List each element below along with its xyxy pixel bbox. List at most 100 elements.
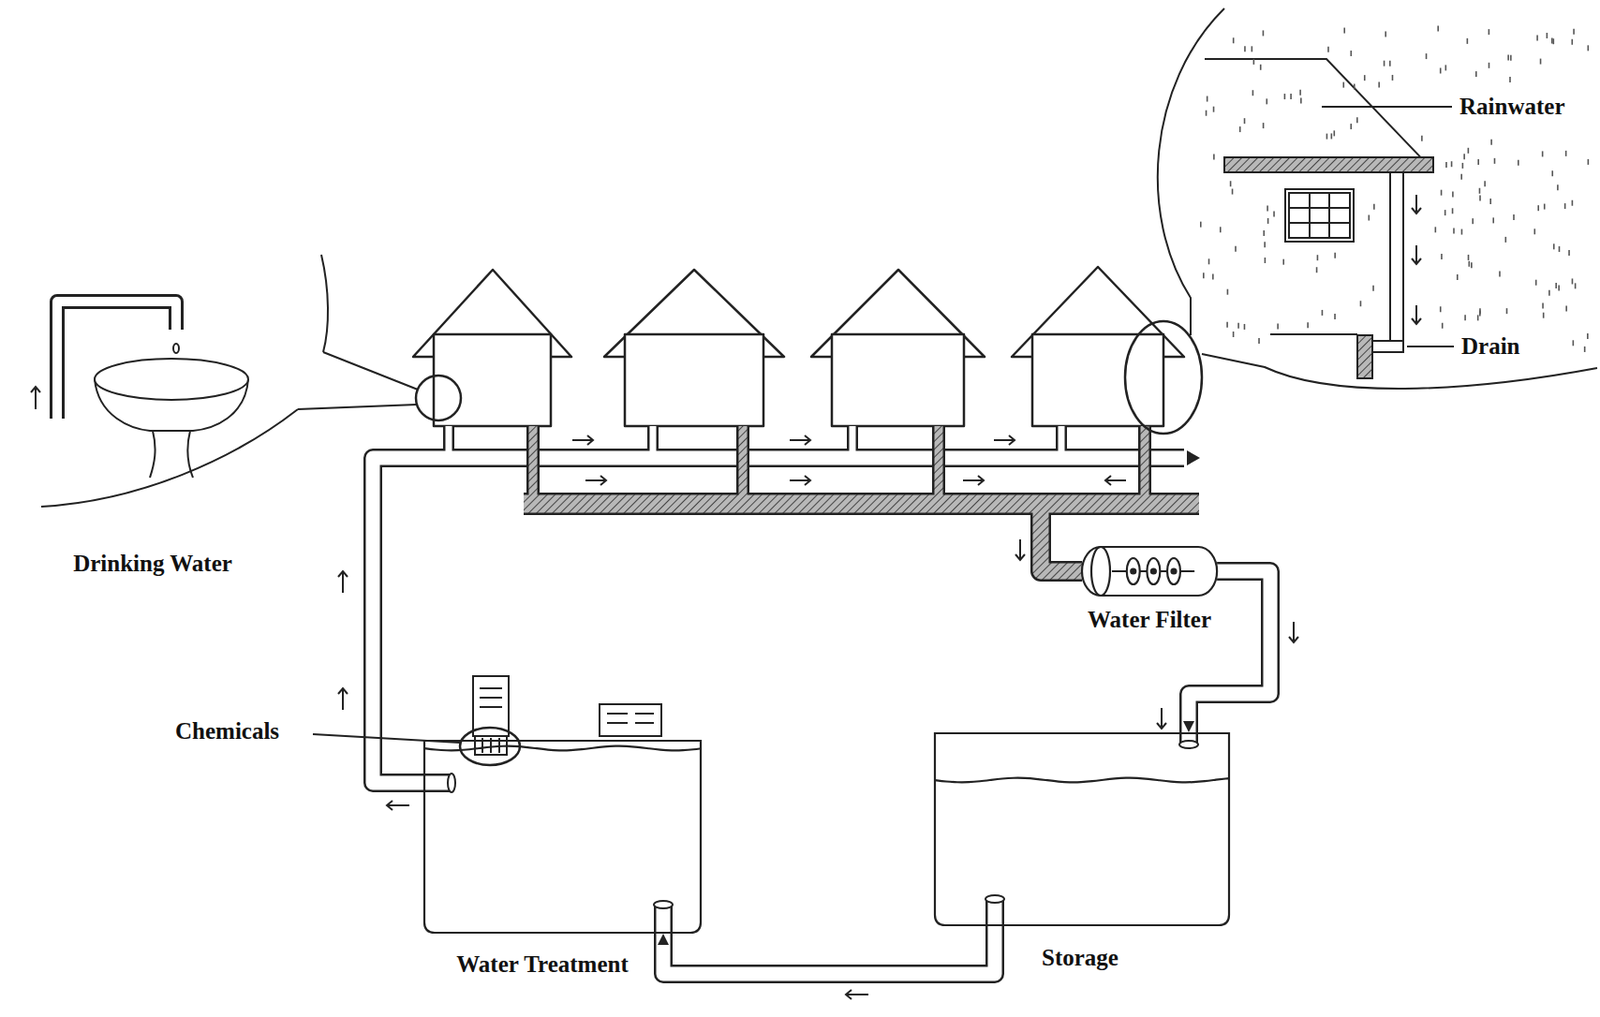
- pipe-inner: [1040, 503, 1082, 572]
- flow-arrow: [1411, 245, 1422, 265]
- rain-drop: [1494, 158, 1497, 164]
- treatment-tank: Water Treatment: [423, 740, 702, 934]
- rain-drop: [1440, 190, 1443, 196]
- rain-drop: [1517, 160, 1520, 166]
- pipe-inner: [533, 426, 1145, 504]
- shape-outline: [1081, 547, 1217, 596]
- rain-drop: [1317, 254, 1319, 261]
- water-level: [424, 746, 701, 752]
- rain-drop: [1377, 82, 1380, 89]
- rain-drop: [1565, 305, 1568, 312]
- flow-arrow: [962, 475, 984, 486]
- rain-drop: [1572, 340, 1575, 346]
- rain-drop: [1342, 82, 1345, 89]
- flow-arrow: [572, 435, 593, 445]
- shape-outline: [934, 732, 1230, 926]
- rain-drop: [1439, 306, 1442, 312]
- rain-drop: [1440, 253, 1443, 260]
- rain-drop: [1509, 76, 1512, 83]
- rain-drop: [1343, 28, 1346, 34]
- rain-drop: [1548, 290, 1551, 297]
- rain-drop: [1263, 241, 1266, 248]
- leader-line: [1321, 105, 1452, 108]
- rain-drop: [1273, 210, 1275, 217]
- rain-drop: [1477, 314, 1480, 321]
- rain-drop: [1498, 270, 1501, 277]
- rain-drop: [1265, 98, 1268, 104]
- rain-drop: [1213, 106, 1215, 113]
- flow-arrow: [1186, 450, 1200, 466]
- tank-pipe-stubs: [653, 731, 1199, 935]
- pipe-inner: [663, 926, 995, 975]
- rain-drop: [1456, 274, 1459, 281]
- rain-drop: [1445, 162, 1448, 168]
- rain-drop: [1300, 98, 1303, 104]
- leader-line: [323, 352, 418, 390]
- rain-drop: [1267, 218, 1270, 224]
- rain-drop: [1467, 148, 1470, 154]
- rain-drop: [1244, 324, 1246, 330]
- node-shape: [423, 740, 702, 934]
- node-label: Water Filter: [1087, 607, 1212, 634]
- rain-drop: [1488, 62, 1491, 69]
- part-label: Chemicals: [175, 718, 280, 745]
- rain-drop: [1536, 35, 1539, 42]
- rain-drop: [1463, 153, 1466, 160]
- rain-drop: [1367, 215, 1370, 222]
- pipe-outline: [663, 732, 1189, 934]
- callout-outline: [1201, 354, 1598, 389]
- tank-wall: [934, 732, 1230, 926]
- rain-drop: [1557, 285, 1560, 292]
- window: [1285, 189, 1354, 242]
- eaves: [1224, 157, 1434, 173]
- rain-drop: [1541, 150, 1544, 157]
- filter-valve: [1171, 569, 1177, 575]
- pipe-opening: [985, 895, 1005, 904]
- rain-drop: [1356, 117, 1359, 123]
- rain-drop: [1327, 46, 1330, 53]
- water-level: [934, 778, 1230, 784]
- rain-drop: [1587, 44, 1590, 51]
- rain-drop: [1535, 280, 1538, 286]
- flow-arrow: [789, 435, 811, 445]
- part-label: Drain: [1461, 333, 1521, 360]
- basin-stand: [149, 430, 193, 478]
- rain-drop: [1551, 170, 1554, 177]
- rain-drop: [1540, 59, 1542, 65]
- pipe-outline: [523, 492, 1200, 516]
- filter-end: [1091, 547, 1111, 596]
- rain-drop: [1227, 289, 1230, 296]
- rain-drop: [1570, 39, 1573, 45]
- flow-arrow: [845, 990, 869, 1000]
- rain-drop: [1551, 37, 1554, 44]
- rain-drop: [1504, 237, 1507, 243]
- rain-drop: [1568, 250, 1571, 256]
- flow-arrow: [338, 688, 348, 711]
- rain-drop: [1512, 214, 1515, 221]
- flow-arrow: [338, 571, 348, 593]
- rain-drop: [1333, 130, 1335, 136]
- rain-drop: [1439, 67, 1442, 74]
- rain-drop: [1572, 29, 1575, 35]
- clean-pipes: [372, 426, 1200, 793]
- pipe-outline: [533, 426, 1145, 504]
- flow-arrow: [789, 475, 811, 486]
- rain-drop: [1510, 55, 1512, 61]
- rain-drop: [1475, 71, 1478, 77]
- rain-drop: [1483, 180, 1486, 187]
- rain-drop: [1479, 188, 1482, 194]
- tap-callout: [41, 254, 461, 507]
- flow-arrow: [30, 386, 41, 410]
- tank-top: [424, 740, 701, 742]
- rain-drop: [1542, 312, 1545, 319]
- rain-drop: [1574, 282, 1577, 289]
- rain-drop: [1321, 310, 1324, 316]
- flow-arrow: [1105, 475, 1126, 486]
- rain-drop: [1232, 331, 1235, 338]
- rain-drop: [1464, 314, 1467, 321]
- rain-drop: [1506, 308, 1509, 314]
